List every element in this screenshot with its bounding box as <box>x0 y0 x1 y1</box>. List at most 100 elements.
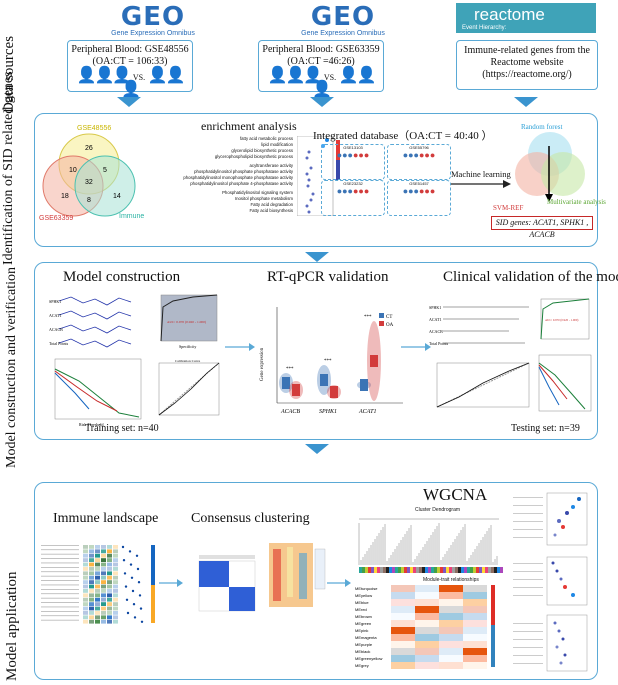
immune-cell <box>107 589 112 593</box>
module-color-cell <box>398 567 401 573</box>
rtqpcr-title: RT-qPCR validation <box>267 269 389 285</box>
clinical-title: Clinical validation of the model <box>443 269 618 285</box>
immune-cell <box>89 575 94 580</box>
module-trait-cell <box>439 606 463 613</box>
legend-oa-label: OA <box>386 323 394 328</box>
module-color-cell <box>389 567 392 573</box>
immune-cell-label <box>41 545 79 546</box>
immune-cell <box>107 545 112 549</box>
immune-cell <box>95 553 100 558</box>
module-color-cell <box>488 567 491 573</box>
module-color-cell <box>479 567 482 573</box>
svg-text:10: 10 <box>69 167 77 174</box>
module-label: MEbrown <box>355 614 372 619</box>
enrichment-dotplot <box>297 136 340 216</box>
module-color-cell <box>485 567 488 573</box>
testing-set-label: Testing set: n=39 <box>511 423 580 434</box>
module-label: MEgreen <box>355 621 371 626</box>
consensus-matrix <box>198 555 256 612</box>
arrow-down-icon <box>305 444 329 454</box>
immune-cell <box>83 593 88 598</box>
immune-cell <box>83 562 88 567</box>
module-label: MEblue <box>355 600 369 605</box>
immune-cell <box>101 545 106 549</box>
module-color-cell <box>440 567 443 573</box>
immune-cell <box>89 571 94 576</box>
immune-cell <box>95 615 100 620</box>
immune-cell <box>101 558 106 562</box>
immune-cell <box>83 597 88 602</box>
immune-cell <box>95 562 100 567</box>
module-trait-cell <box>463 627 487 634</box>
immune-cell <box>83 558 88 562</box>
immune-cell <box>89 584 94 589</box>
consensus-title: Consensus clustering <box>191 511 310 526</box>
reactome-logo: reactome Event Hierarchy: <box>456 3 596 33</box>
immune-cell <box>83 571 88 576</box>
module-color-cell <box>500 567 503 573</box>
testing-roc-curve: AUC: 0.970 (0.920 - 1.000) <box>540 298 590 340</box>
immune-dot <box>132 603 136 606</box>
module-trait-cell <box>439 620 463 627</box>
immune-cell <box>89 562 94 567</box>
immune-cell <box>89 597 94 602</box>
svg-text:AUC: 0.970 (0.920 - 1.000): AUC: 0.970 (0.920 - 1.000) <box>545 318 578 322</box>
module-trait-cell <box>415 662 439 669</box>
module-color-cell <box>497 567 500 573</box>
immune-cell <box>107 584 112 589</box>
venn-label-gse48556: GSE48556 <box>77 125 111 132</box>
svg-text:ACAT1: ACAT1 <box>49 313 61 318</box>
source-box-gse63359: Peripheral Blood: GSE63359 (OA:CT =46:26… <box>258 40 384 98</box>
construction-panel: Model construction RT-qPCR validation Cl… <box>34 262 618 440</box>
immune-cell <box>89 553 94 558</box>
immune-landscape-plot <box>41 545 155 624</box>
immune-cell-label <box>41 619 79 621</box>
colorbar-negative <box>491 625 495 667</box>
immune-cell-label <box>41 597 79 599</box>
enrichment-term: glycerolipid biosynthetic process <box>231 148 293 153</box>
module-color-cell <box>392 567 395 573</box>
enrichment-term: phosphatidylinositol phosphate 4-phospha… <box>190 181 293 186</box>
module-trait-cell <box>463 599 487 606</box>
module-color-cell <box>407 567 410 573</box>
machine-learning-label: Machine learning <box>451 169 511 179</box>
module-color-cell <box>395 567 398 573</box>
module-color-cell <box>386 567 389 573</box>
module-color-cell <box>410 567 413 573</box>
svg-text:Risk Threshold: Risk Threshold <box>79 422 103 427</box>
svg-text:5: 5 <box>103 167 107 174</box>
immune-cell <box>95 567 100 571</box>
module-color-cell <box>446 567 449 573</box>
enrichment-term: fatty acid metabolic process <box>239 136 293 141</box>
immune-cell <box>113 562 118 567</box>
sub-dataset-0: GSE13103●●●●●● <box>321 144 385 180</box>
module-trait-cell <box>415 655 439 662</box>
arrow-down-icon <box>310 97 334 107</box>
arrow-right-icon <box>401 343 431 351</box>
oa-box <box>330 386 338 398</box>
module-trait-cell <box>415 641 439 648</box>
training-nomogram: SPHK1 ACAT1 ACACB Total Points <box>49 296 132 348</box>
immune-cell <box>107 567 112 571</box>
immune-dot <box>140 620 144 623</box>
arrow-right-icon <box>159 579 183 587</box>
immune-cell-label <box>41 602 79 603</box>
immune-cell <box>89 611 94 615</box>
module-label: MEred <box>355 607 367 612</box>
immune-dot <box>135 554 139 557</box>
module-trait-heatmap: MEturquoiseMEyellowMEblueMEredMEbrownMEg… <box>355 585 495 669</box>
immune-cell <box>107 562 112 567</box>
module-color-cell <box>419 567 422 573</box>
immune-dot <box>125 598 129 601</box>
immune-cell <box>101 597 106 602</box>
enrichment-term: Fatty acid degradation <box>250 202 293 207</box>
ct-people-icon: 👤👤👤 <box>267 67 324 84</box>
immune-dot <box>129 563 133 566</box>
module-color-cell <box>362 567 365 573</box>
svg-text:ACACB: ACACB <box>49 327 63 332</box>
arrow-down-icon <box>117 97 141 107</box>
module-trait-cell <box>439 634 463 641</box>
ct-box <box>360 379 368 391</box>
svm-rfe-label: SVM-REF <box>493 204 524 212</box>
immune-dot <box>122 559 126 562</box>
